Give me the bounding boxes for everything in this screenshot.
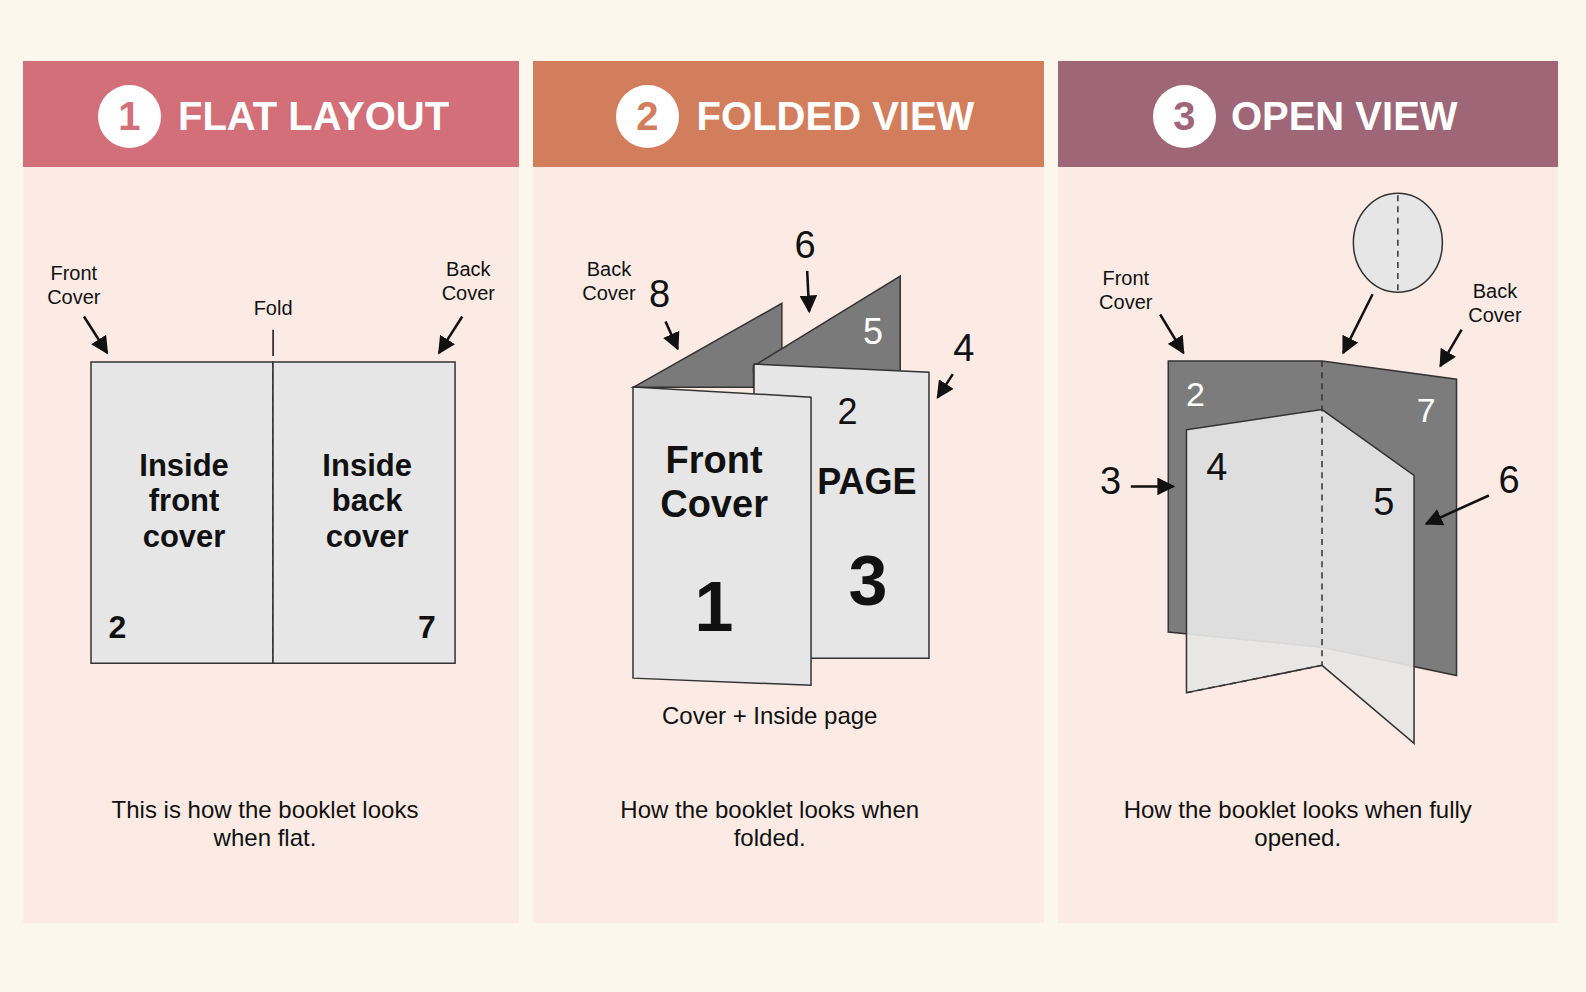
callout-label: Front Cover (39, 261, 109, 309)
inside-page-text: 2 (828, 391, 868, 432)
front-cover-page: Front Cover 1 (633, 387, 811, 685)
sheet-half: Inside front cover 2 (91, 362, 273, 663)
leader-arrow (84, 317, 107, 353)
sheet-half-text: 7 (407, 609, 447, 646)
step-circle-text: 3 (1154, 93, 1214, 139)
sheet-half-text: 2 (97, 609, 137, 646)
callout-label: Back Cover (574, 257, 644, 305)
callout-label: 5 (1364, 480, 1404, 526)
leader-arrow (1426, 495, 1489, 523)
panel-ground (533, 61, 1044, 924)
callout-label: Front Cover (1091, 266, 1161, 314)
leader-arrow (1343, 294, 1372, 353)
fold-edge (1186, 665, 1322, 692)
detail-circle (1353, 193, 1442, 292)
panel-ground (1058, 61, 1558, 924)
header-band: FOLDED VIEW2 (533, 61, 1044, 167)
sheet-half: Inside back cover 7 (273, 362, 455, 663)
callout-label: 8 (639, 272, 679, 318)
callout-label: 6 (785, 223, 825, 269)
leader-arrow (1160, 314, 1183, 352)
inside-page-text: 3 (828, 541, 908, 622)
panel-body: This is how the booklet looks when flat.… (23, 167, 519, 923)
panel-body-text: This is how the booklet looks when flat. (85, 797, 445, 852)
panel-body-text: How the booklet looks when folded. (590, 797, 950, 852)
step-circle: 1 (98, 85, 161, 148)
sheet-half-text: Inside front cover (104, 447, 264, 554)
leader-arrow (807, 271, 809, 311)
fold-line (1321, 361, 1323, 665)
callout-label: Back Cover (433, 257, 503, 305)
callout-label: 7 (1406, 389, 1446, 430)
fold-leader (272, 330, 274, 356)
step-circle: 2 (616, 85, 679, 148)
page-shape (633, 387, 811, 685)
step-circle-text: 2 (617, 93, 677, 139)
leader-arrow (1131, 485, 1173, 488)
sheet-half-text: Inside back cover (287, 447, 447, 554)
leader-arrow (439, 317, 462, 353)
page-shape (273, 362, 455, 663)
header-band-text: FLAT LAYOUT (134, 93, 494, 139)
panel-ground (23, 61, 519, 924)
callout-label: 4 (1197, 445, 1237, 491)
header-band-text: OPEN VIEW (1164, 93, 1524, 139)
callout-label: 2 (1176, 374, 1216, 415)
callout-label: 6 (1489, 459, 1529, 505)
leader-arrow (666, 322, 678, 349)
inner-sheet (1186, 410, 1414, 744)
header-band-text: FOLDED VIEW (655, 93, 1015, 139)
front-cover-page-text: 1 (674, 566, 754, 647)
front-cover-page-text: Front Cover (632, 440, 797, 527)
callout-label: 3 (1091, 460, 1131, 506)
callout-label: 5 (853, 310, 893, 353)
panel-body-text: How the booklet looks when fully opened. (1118, 797, 1478, 852)
callout-label: Back Cover (1460, 279, 1530, 327)
panel-body: How the booklet looks when folded. 2PAGE 3… (533, 167, 1044, 923)
header-band: FLAT LAYOUT1 (23, 61, 519, 167)
step-circle: 3 (1153, 85, 1216, 148)
inside-page-text: PAGE (807, 462, 927, 503)
inner-flap (754, 276, 901, 372)
step-circle-text: 1 (99, 93, 159, 139)
callout-label: Fold (238, 296, 308, 320)
leader-arrow (1440, 330, 1461, 366)
header-band: OPEN VIEW3 (1058, 61, 1558, 167)
fold-line (1397, 195, 1399, 291)
page-shape (91, 362, 273, 663)
leader-arrow (938, 374, 953, 397)
callout-label: Cover + Inside page (620, 702, 920, 731)
callout-label: 4 (944, 326, 984, 372)
